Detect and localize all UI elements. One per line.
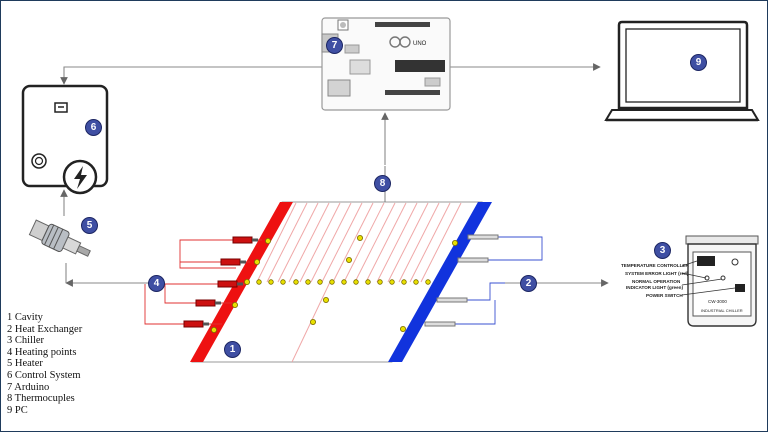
cavity-cold-wall xyxy=(388,202,492,362)
legend-item: 4 Heating points xyxy=(7,346,77,358)
badge-pc: 9 xyxy=(690,54,707,71)
legend-item: 7 Arduino xyxy=(7,381,50,393)
legend-item: 3 Chiller xyxy=(7,335,45,347)
lightning-icon xyxy=(62,159,98,195)
badge-control-system: 6 xyxy=(85,119,102,136)
thermocouple-points xyxy=(210,234,458,333)
badge-chiller: 3 xyxy=(654,242,671,259)
svg-text:CW-3000: CW-3000 xyxy=(708,299,727,304)
badge-heat-exchanger: 2 xyxy=(520,275,537,292)
legend-item: 6 Control System xyxy=(7,369,81,381)
heater-cartridge-icon xyxy=(28,219,91,257)
legend-item: 8 Thermocuples xyxy=(7,393,75,405)
chiller-label-normal: NORMAL OPERATION xyxy=(632,279,681,284)
chiller-label-power: POWER SWITCH xyxy=(646,293,683,298)
chiller-label-error: SYSTEM ERROR LIGHT (red) xyxy=(625,271,689,276)
badge-cavity: 1 xyxy=(224,341,241,358)
badge-thermocouples: 8 xyxy=(374,175,391,192)
laptop-icon xyxy=(604,20,760,122)
legend-item: 1 Cavity xyxy=(7,312,43,323)
legend-item: 2 Heat Exchanger xyxy=(7,323,83,335)
chiller-label-temp: TEMPERATURE CONTROLLER xyxy=(621,263,689,268)
arrow-arduino-to-control xyxy=(60,66,322,85)
chiller-label-indicator: INDICATOR LIGHT (green) xyxy=(626,285,683,290)
connection-arrows xyxy=(60,63,609,287)
legend-item: 9 PC xyxy=(7,404,28,416)
heating-cartridges xyxy=(183,236,258,328)
legend-item: 5 Heater xyxy=(7,358,43,370)
chiller-unit: CW-3000 INDUSTRIAL CHILLER TEMPERATURE C… xyxy=(621,235,759,327)
exchanger-tubes xyxy=(424,234,499,327)
badge-heating-points: 4 xyxy=(148,275,165,292)
arduino-label: UNO xyxy=(413,41,427,47)
chiller-display xyxy=(697,256,715,266)
svg-text:INDUSTRIAL CHILLER: INDUSTRIAL CHILLER xyxy=(701,308,743,313)
badge-arduino: 7 xyxy=(326,37,343,54)
legend: 1 Cavity 2 Heat Exchanger 3 Chiller 4 He… xyxy=(7,312,82,416)
control-system xyxy=(21,84,109,195)
badge-heater: 5 xyxy=(81,217,98,234)
arduino-board: UNO xyxy=(321,17,451,111)
power-knob-icon xyxy=(31,153,47,169)
